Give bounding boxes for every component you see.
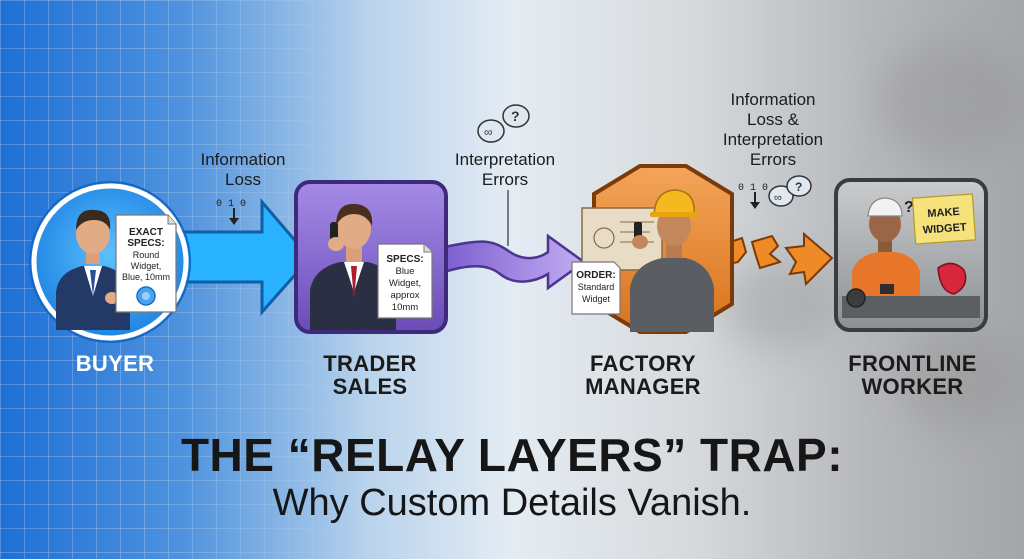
background-blur [880,40,1020,160]
factory-node: ORDER: Standard Widget [571,164,734,334]
white-hard-hat-icon [867,197,903,217]
trader-spec-document-icon: SPECS: Blue Widget, approx 10mm [377,243,433,319]
trader-doc-line-2: Blue [395,266,414,277]
trader-label: TRADER SALES [310,352,430,398]
arrow-trader-to-factory [442,233,587,291]
worker-label-line1: FRONTLINE [848,351,977,376]
trader-doc-line-1: SPECS: [386,254,423,265]
info-loss-line2: Loss [225,170,261,190]
both-line1: Information [730,90,816,109]
buyer-doc-line-2: SPECS: [127,238,164,249]
factory-order-document-icon: ORDER: Standard Widget [571,261,621,315]
conveyor-machine-icon [842,262,980,318]
arrow-factory-to-worker [716,231,834,287]
trader-person-icon [310,203,396,330]
svg-text:?: ? [795,180,802,194]
main-title: THE “RELAY LAYERS” TRAP: [180,429,844,481]
confusion-bubbles-icon-1: ∞ ? [477,104,530,246]
factory-label-line2: MANAGER [585,374,701,400]
sticky-note-icon: MAKE WIDGET [911,193,977,245]
bits-and-bubbles-icon-2: 0 1 0 ∞ ? [738,175,812,209]
buyer-node: EXACT SPECS: Round Widget, Blue, 10mm [29,181,191,343]
blueprint-board-icon [581,207,663,271]
interp-errors-line1: Interpretation [454,150,556,169]
trader-doc-line-3: Widget, [389,278,421,289]
both-line2: Loss & [747,110,799,130]
trader-doc-line-4: approx [390,290,419,301]
factory-label: FACTORY MANAGER [583,352,703,398]
factory-doc-line-1: ORDER: [576,270,615,281]
loss-and-errors-annotation: Information Loss & Interpretation Errors [708,90,838,170]
background-blur [720,260,840,350]
factory-label-line1: FACTORY [590,351,696,376]
svg-text:∞: ∞ [484,125,493,139]
buyer-doc-line-1: EXACT [129,227,163,238]
worker-label-line2: WORKER [861,374,964,400]
buyer-person-icon [56,209,130,330]
worker-label: FRONTLINE WORKER [840,352,985,398]
trader-label-line2: SALES [332,374,408,400]
background-blur [900,330,1020,430]
bits-text-2: 0 1 0 [738,183,768,194]
trader-node: SPECS: Blue Widget, approx 10mm [294,180,448,334]
buyer-label: BUYER [75,351,155,376]
factory-doc-line-2: Standard [578,282,615,292]
worker-note-line-2: WIDGET [922,221,967,236]
both-line3: Interpretation [722,130,824,150]
bits-falling-icon-1: 0 1 0 [216,199,246,225]
factory-doc-line-3: Widget [582,294,611,304]
arrow-buyer-to-trader [178,197,312,316]
info-loss-annotation: Information Loss [188,150,298,190]
worker-node: ? MAKE WIDGET [834,178,988,332]
worker-note-line-1: MAKE [927,206,960,220]
svg-text:?: ? [511,108,520,124]
subtitle: Why Custom Details Vanish. [272,482,752,524]
trader-doc-line-5: 10mm [392,302,418,313]
buyer-spec-document-icon: EXACT SPECS: Round Widget, Blue, 10mm [115,214,177,313]
svg-text:∞: ∞ [774,192,782,204]
interpretation-errors-annotation: Interpretation Errors [440,150,570,190]
red-widget-icon [937,262,967,295]
interp-errors-line2: Errors [481,170,529,190]
buyer-doc-line-4: Widget, [131,261,162,271]
question-mark-icon: ? [904,199,914,216]
buyer-doc-line-5: Blue, 10mm [122,272,170,282]
hard-hat-icon [653,189,695,215]
factory-manager-person-icon [630,189,714,332]
info-loss-line1: Information [200,150,286,169]
both-line4: Errors [749,150,797,170]
trader-label-line1: TRADER [323,351,417,376]
bits-text: 0 1 0 [216,199,246,210]
frontline-worker-person-icon: ? [852,197,920,298]
buyer-doc-line-3: Round [133,250,160,260]
